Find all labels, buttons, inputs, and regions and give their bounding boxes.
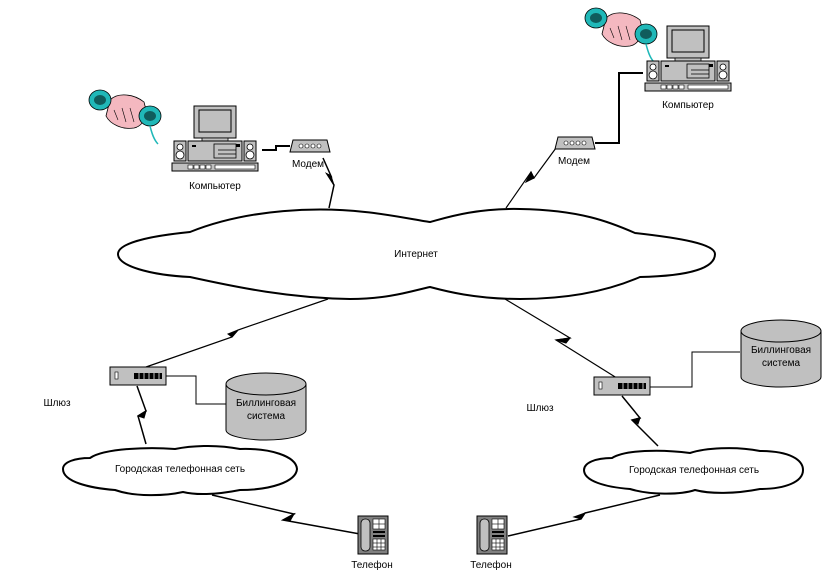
computer-left-label: Компьютер xyxy=(189,181,241,192)
pstn-cloud-left-shape xyxy=(61,444,299,497)
gateway-left-label: Шлюз xyxy=(43,398,71,409)
gateway-icon xyxy=(109,366,167,386)
gateway-right-label: Шлюз xyxy=(526,403,554,414)
modem-left-label: Модем xyxy=(292,159,324,170)
gateway-right: Шлюз xyxy=(526,376,651,414)
computer-left: Компьютер xyxy=(88,89,259,192)
phone-left: Телефон xyxy=(351,515,393,571)
headset-icon xyxy=(88,89,162,145)
link-computer-left-modem-left xyxy=(262,145,290,151)
computer-right: Компьютер xyxy=(584,7,732,111)
billing-left: Биллинговая система xyxy=(225,372,307,441)
pstn-left-label: Городская телефонная сеть xyxy=(115,463,245,475)
modem-left: Модем xyxy=(289,139,331,170)
gateway-left: Шлюз xyxy=(43,366,167,409)
link-gateway-right-pstn-right xyxy=(621,395,659,447)
computer-icon xyxy=(171,105,259,172)
link-gateway-right-billing-right xyxy=(646,351,740,388)
modem-right: Модем xyxy=(554,136,596,167)
modem-icon xyxy=(289,139,331,153)
phone-left-label: Телефон xyxy=(351,559,392,571)
billing-left-label-line1: Биллинговая xyxy=(236,398,296,409)
link-pstn-left-phone-left xyxy=(211,494,361,535)
phone-icon xyxy=(357,515,389,555)
billing-left-label-line2: система xyxy=(247,411,285,422)
billing-right-label-line2: система xyxy=(762,358,800,369)
computer-icon xyxy=(644,25,732,92)
modem-icon xyxy=(554,136,596,150)
billing-right: Биллинговая система xyxy=(740,319,822,388)
link-pstn-right-phone-right xyxy=(507,494,661,537)
phone-right-label: Телефон xyxy=(470,559,511,571)
link-computer-right-modem-right xyxy=(595,72,643,144)
internet-cloud-shape xyxy=(116,207,717,301)
computer-right-label: Компьютер xyxy=(662,100,714,111)
pstn-cloud-right: Городская телефонная сеть xyxy=(582,447,805,495)
gateway-icon xyxy=(593,376,651,396)
pstn-cloud-right-shape xyxy=(582,447,805,495)
internet-cloud: Интернет xyxy=(116,207,717,301)
modem-right-label: Модем xyxy=(558,156,590,167)
billing-right-label-line1: Биллинговая xyxy=(751,345,811,356)
pstn-cloud-left: Городская телефонная сеть xyxy=(61,444,299,497)
pstn-right-label: Городская телефонная сеть xyxy=(629,464,759,476)
phone-icon xyxy=(476,515,508,555)
phone-right: Телефон xyxy=(470,515,512,571)
link-internet-gateway-left xyxy=(145,298,329,368)
links xyxy=(136,72,740,537)
headset-icon xyxy=(584,7,658,63)
link-gateway-left-billing-left xyxy=(166,375,226,405)
internet-label: Интернет xyxy=(394,249,438,260)
